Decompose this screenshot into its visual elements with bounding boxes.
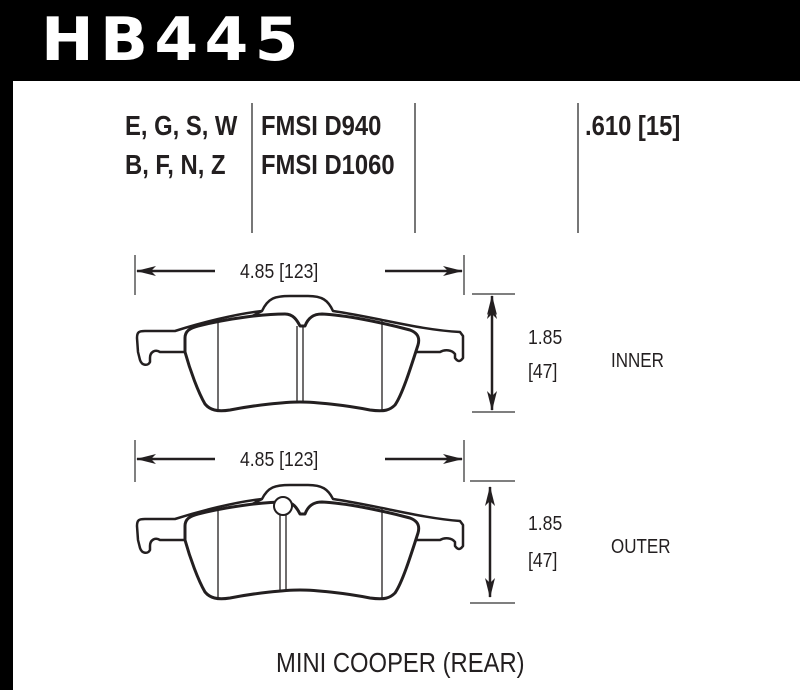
application-title: MINI COOPER (REAR): [276, 647, 525, 678]
thickness-value: .610 [15]: [585, 110, 681, 141]
inner-height-mm: [47]: [528, 361, 558, 383]
column-divider-2: [414, 103, 416, 233]
outer-position-label: OUTER: [611, 536, 671, 558]
outer-width-label: 4.85 [123]: [240, 449, 319, 471]
column-divider-1: [251, 103, 253, 233]
left-border: [0, 0, 13, 690]
inner-height-in: 1.85: [528, 327, 563, 349]
outer-pad-drawing: [134, 440, 515, 604]
part-number: HB445: [41, 5, 305, 75]
outer-height-mm: [47]: [528, 550, 558, 572]
fmsi-line-2: FMSI D1060: [261, 149, 395, 180]
column-divider-3: [577, 103, 579, 233]
outer-height-in: 1.85: [528, 513, 563, 535]
inner-width-label: 4.85 [123]: [240, 261, 319, 283]
fmsi-line-1: FMSI D940: [261, 110, 382, 141]
compounds-line-2: B, F, N, Z: [125, 149, 226, 180]
inner-pad-drawing: [134, 255, 515, 413]
header-bar: HB445: [0, 0, 800, 81]
inner-position-label: INNER: [611, 350, 664, 372]
compounds-line-1: E, G, S, W: [125, 110, 238, 141]
